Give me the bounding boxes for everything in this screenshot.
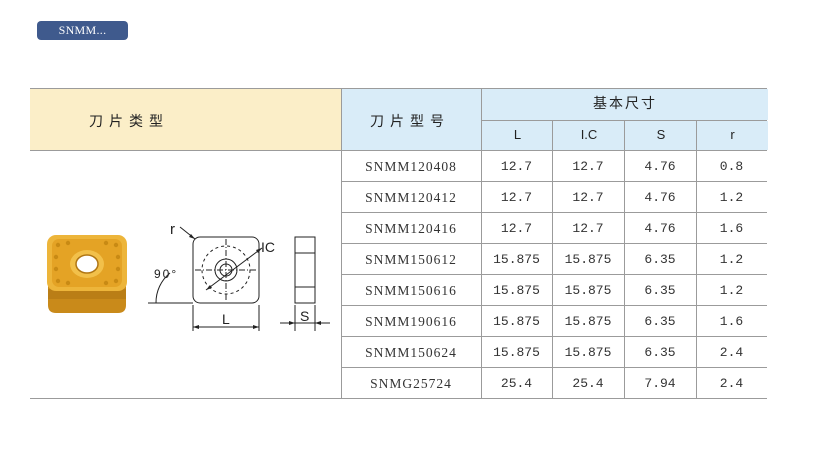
drawing-label-s: S	[300, 308, 309, 324]
cell-ic: 15.875	[564, 345, 612, 360]
cell-r: 1.6	[719, 314, 744, 329]
drawing-label-ic: IC	[261, 239, 275, 255]
cell-s: 6.35	[644, 252, 676, 267]
cell-l: 25.4	[500, 376, 533, 391]
cell-s: 7.94	[644, 376, 676, 391]
cell-model: SNMM120416	[365, 221, 457, 236]
insert-drawing: r IC 90° L S	[148, 221, 330, 331]
cell-model: SNMM190616	[365, 314, 457, 329]
cell-s: 4.76	[644, 221, 676, 236]
cell-ic: 15.875	[564, 252, 612, 267]
cell-s: 4.76	[644, 190, 676, 205]
insert-model-label: 刀片型号	[370, 114, 450, 130]
basic-dimensions-header: 基本尺寸	[481, 89, 768, 120]
table-top-border	[30, 88, 767, 89]
cell-ic: 25.4	[572, 376, 604, 391]
col-header-ic: I.C	[552, 121, 625, 150]
row-divider	[341, 181, 767, 182]
cell-s: 6.35	[644, 283, 676, 298]
cell-r: 2.4	[719, 345, 744, 360]
insert-photo	[47, 235, 127, 313]
col-header-s: S	[624, 121, 697, 150]
cell-ic: 12.7	[572, 221, 604, 236]
drawing-label-l: L	[222, 311, 230, 327]
cell-model: SNMM120412	[365, 190, 457, 205]
cell-r: 1.2	[719, 252, 744, 267]
insert-model-header: 刀片型号	[341, 89, 482, 150]
column-divider	[481, 150, 482, 398]
cell-l: 15.875	[493, 314, 540, 329]
cell-ic: 12.7	[572, 190, 604, 205]
cell-ic: 15.875	[564, 283, 612, 298]
insert-type-header: 刀片类型	[30, 89, 341, 150]
cell-model: SNMM150624	[365, 345, 457, 360]
cell-s: 4.76	[644, 159, 676, 174]
table-bottom-border	[30, 398, 767, 399]
cell-ic: 15.875	[564, 314, 612, 329]
row-divider	[341, 367, 767, 368]
cell-l: 12.7	[500, 221, 533, 236]
cell-r: 1.6	[719, 221, 744, 236]
cell-l: 15.875	[493, 252, 540, 267]
column-divider	[624, 150, 625, 398]
row-divider	[341, 212, 767, 213]
cell-r: 2.4	[719, 376, 744, 391]
cell-model: SNMM150612	[365, 252, 457, 267]
cell-l: 15.875	[493, 283, 540, 298]
cell-r: 1.2	[719, 283, 744, 298]
column-divider	[341, 150, 342, 398]
drawing-label-angle: 90°	[154, 267, 178, 281]
row-divider	[341, 336, 767, 337]
cell-l: 12.7	[500, 159, 533, 174]
cell-l: 12.7	[500, 190, 533, 205]
cell-r: 1.2	[719, 190, 744, 205]
col-header-r: r	[696, 121, 768, 150]
series-badge: SNMM...	[37, 21, 128, 40]
cell-model: SNMG25724	[370, 376, 452, 391]
cell-ic: 12.7	[572, 159, 604, 174]
cell-model: SNMM120408	[365, 159, 457, 174]
col-header-l: L	[481, 121, 553, 150]
subheader-divider	[481, 120, 767, 121]
cell-s: 6.35	[644, 345, 676, 360]
insert-type-label: 刀片类型	[89, 114, 169, 130]
column-divider	[696, 150, 697, 398]
drawing-label-r: r	[170, 221, 175, 238]
header-bottom-border	[30, 150, 767, 151]
row-divider	[341, 305, 767, 306]
cell-l: 15.875	[493, 345, 540, 360]
cell-model: SNMM150616	[365, 283, 457, 298]
column-divider	[552, 150, 553, 398]
cell-r: 0.8	[719, 159, 744, 174]
row-divider	[341, 243, 767, 244]
row-divider	[341, 274, 767, 275]
cell-s: 6.35	[644, 314, 676, 329]
